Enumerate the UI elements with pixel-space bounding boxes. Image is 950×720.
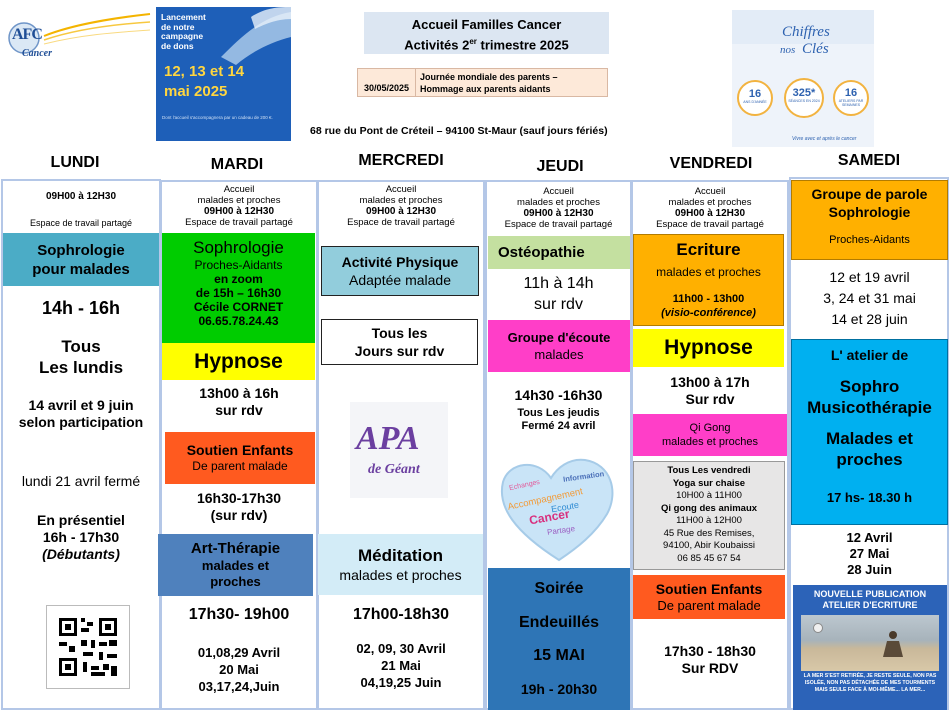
chiffres-cles-poster: Chiffres nos Clés 16 ANS D'ANNÉE 325* SÉ…: [732, 10, 874, 147]
mardi-hypnose: Hypnose: [162, 343, 315, 380]
mercredi-medit-hours: 17h00-18h30: [352, 606, 450, 623]
samedi-publication-poster: NOUVELLE PUBLICATION ATELIER D'ECRITURE …: [793, 585, 947, 710]
vendredi-hypnose: Hypnose: [633, 329, 784, 367]
campaign-line2: de notre: [161, 21, 195, 32]
campaign-dates: 12, 13 et 14: [164, 63, 245, 80]
jeudi-osteopathie: Ostéopathie: [488, 236, 630, 269]
lundi-time: 09H00 à 12H30: [45, 191, 117, 202]
mardi-art-hours: 17h30- 19h00: [188, 606, 290, 623]
day-vendredi: VENDREDI: [669, 155, 753, 172]
stat-circle-2: 325* SÉANCES EN 2024: [784, 78, 824, 118]
person-sitting-icon: [883, 631, 903, 657]
samedi-atelier-sophro: L' atelier de Sophro Musicothérapie Mala…: [791, 339, 948, 525]
campaign-line1: Lancement: [161, 12, 206, 22]
lundi-sophrologie: Sophrologie pour malades: [3, 233, 159, 286]
mardi-soutien-hours: 16h30-17h30(sur rdv): [196, 490, 282, 523]
day-samedi: SAMEDI: [837, 152, 901, 169]
vendredi-qigong: Qi Gong malades et proches: [633, 414, 787, 456]
jeudi-ecoute-hours: 14h30 -16h30: [514, 387, 603, 403]
afc-logo-letters: AFC: [12, 26, 43, 43]
day-mercredi: MERCREDI: [358, 152, 444, 169]
afc-logo: AFC Cancer: [4, 6, 152, 66]
beach-photo: [801, 615, 939, 671]
event-box: 30/05/2025 Journée mondiale des parents …: [357, 68, 608, 97]
stat-circle-3: 16 ATELIERS PAR SEMAINES: [833, 80, 869, 116]
chiffres-title1: Chiffres: [782, 24, 830, 40]
chiffres-title3: Clés: [802, 41, 829, 57]
lundi-dates: 14 avril et 9 juin selon participation: [18, 397, 144, 430]
mercredi-apa: Activité Physique Adaptée malade: [321, 246, 479, 296]
title-box: Accueil Familles Cancer Activités 2er tr…: [364, 12, 609, 54]
campaign-poster: Lancement de notre campagne de dons 12, …: [156, 7, 291, 141]
event-text: Journée mondiale des parents – Hommage a…: [420, 72, 558, 94]
mercredi-meditation: Méditation malades et proches: [318, 534, 483, 595]
hands-icon: [221, 7, 291, 65]
title-line1: Accueil Familles Cancer: [411, 17, 562, 32]
mardi-soutien: Soutien Enfants De parent malade: [165, 432, 315, 484]
qr-code-icon[interactable]: [46, 605, 130, 689]
campaign-line3: campagne: [161, 31, 204, 41]
chiffres-title2: nos: [780, 44, 796, 56]
afc-logo-swoosh-icon: [8, 13, 151, 54]
lundi-space: Espace de travail partagé: [29, 218, 133, 228]
title-line2: Activités 2er trimestre 2025: [404, 37, 569, 53]
campaign-fineprint: Dont l'accueil s'accompagnera par un cad…: [162, 115, 273, 120]
heart-icon: Echanges Information Accompagnement Ecou…: [495, 452, 623, 564]
jeudi-ecoute: Groupe d'écoute malades: [488, 320, 630, 372]
stat-circle-1: 16 ANS D'ANNÉE: [737, 80, 773, 116]
campaign-line4: de dons: [161, 40, 194, 51]
mardi-sophrologie: Sophrologie Proches-Aidants en zoom de 1…: [162, 233, 315, 343]
chiffres-footer: Vivre avec et après le cancer: [792, 136, 857, 142]
event-date: 30/05/2025: [358, 69, 416, 96]
day-jeudi: JEUDI: [536, 158, 584, 175]
campaign-month: mai 2025: [164, 83, 228, 100]
jeudi-soiree: Soirée Endeuillés 15 MAI 19h - 20h30: [488, 568, 630, 710]
afc-logo-word: Cancer: [22, 48, 52, 59]
mardi-art-therapie: Art-Thérapie malades et proches: [158, 534, 313, 596]
day-lundi: LUNDI: [50, 154, 100, 171]
vendredi-yoga-box: Tous Les vendredi Yoga sur chaise 10H00 …: [633, 461, 785, 570]
vendredi-ecriture: Ecriture malades et proches 11h00 - 13h0…: [633, 234, 784, 326]
address: 68 rue du Pont de Créteil – 94100 St-Mau…: [310, 125, 608, 137]
lundi-hours: 14h - 16h: [41, 298, 121, 318]
samedi-groupe-parole: Groupe de parole Sophrologie Proches-Aid…: [791, 180, 948, 260]
lundi-closed: lundi 21 avril fermé: [21, 473, 141, 489]
day-mardi: MARDI: [210, 156, 264, 173]
apa-de-geant-logo: APA de Géant: [350, 402, 448, 498]
vendredi-soutien: Soutien Enfants De parent malade: [633, 575, 785, 619]
